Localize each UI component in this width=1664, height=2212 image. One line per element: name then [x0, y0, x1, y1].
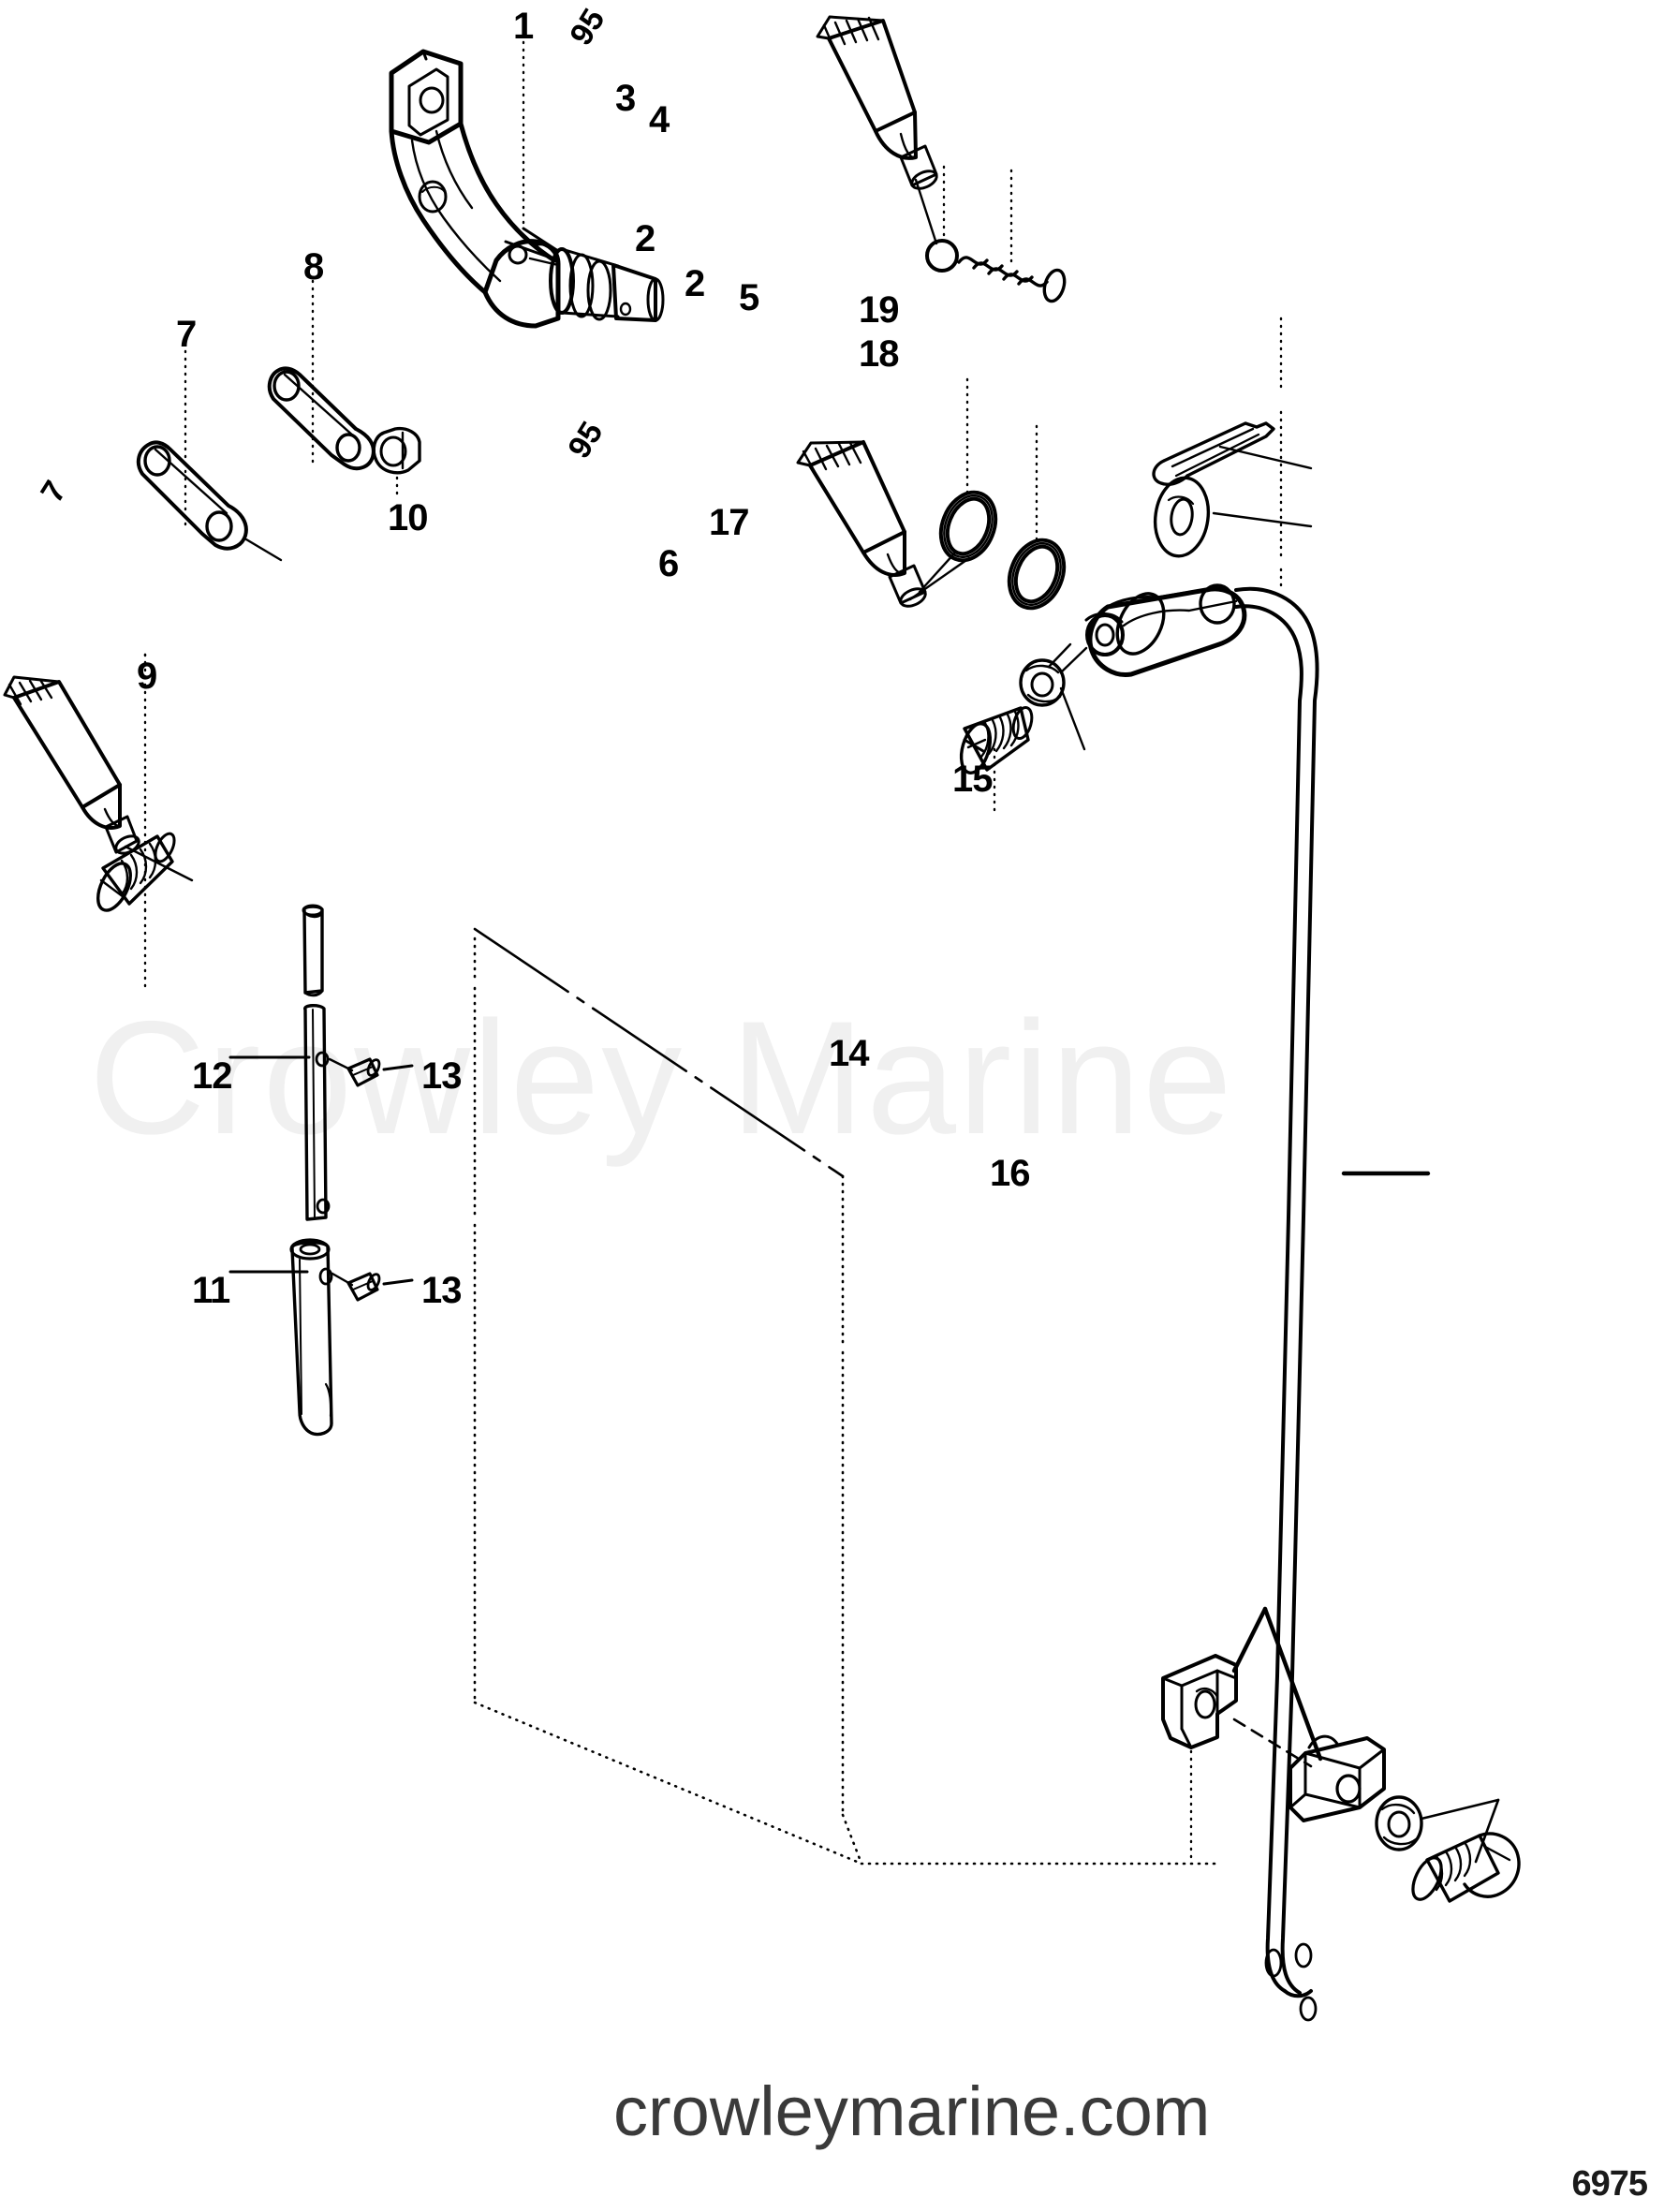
leader-13-lower-tail [331, 1272, 354, 1287]
callout-19: 19 [859, 289, 899, 331]
callout-15: 15 [952, 759, 993, 800]
part-washer-small [1019, 658, 1066, 707]
part-o-ring-lower [1007, 538, 1067, 611]
part-screw-9 [96, 832, 176, 912]
part-detent-ball [925, 239, 959, 273]
callout-14: 14 [829, 1033, 869, 1074]
leader-line-17-b [1059, 646, 1088, 674]
callout-16: 16 [990, 1153, 1030, 1194]
callout-5: 5 [739, 277, 759, 318]
part-gasket [267, 366, 376, 471]
watermark-crowley-marine: Crowley Marine [89, 988, 1234, 1168]
leader-lines-16 [1420, 1798, 1500, 1864]
leader-line-19 [1218, 445, 1313, 470]
callout-6: 6 [658, 543, 679, 584]
callout-13-upper: 13 [421, 1055, 462, 1097]
lubricant-tube-95-middle [796, 440, 927, 608]
part-shift-arm [1084, 583, 1247, 677]
leader-line-13-upper [382, 1064, 414, 1071]
callout-18: 18 [859, 333, 899, 375]
part-lock-nut [372, 426, 421, 475]
part-cotter-pin [1152, 421, 1275, 486]
part-shift-lever-assembly [389, 49, 665, 329]
part-roll-pin-upper [346, 1057, 381, 1087]
lubricant-tube-7-left [3, 675, 140, 855]
callout-17: 17 [709, 502, 749, 543]
callout-1: 1 [513, 6, 534, 47]
callout-2-lower: 2 [685, 263, 705, 304]
part-clamp-block-on-rod [1288, 1734, 1386, 1822]
callout-8: 8 [303, 246, 324, 288]
leader-tube7-tail [124, 845, 194, 882]
part-detent-spring [957, 256, 1067, 303]
part-clamp-bracket-left [1161, 1654, 1238, 1749]
leader-13-upper-tail [328, 1057, 354, 1072]
part-gasket-plate-2 [136, 440, 248, 551]
part-roll-pin-lower [346, 1272, 381, 1302]
watermark-crowleymarine-com: crowleymarine.com [613, 2072, 1211, 2150]
part-16-washer [1375, 1795, 1423, 1851]
callout-10: 10 [388, 497, 428, 538]
sheet-number: 6975 [1571, 2164, 1648, 2204]
leader-tube95-top [914, 178, 938, 245]
part-shift-shaft-lower [289, 1238, 333, 1437]
leader-line-18 [1212, 511, 1313, 528]
callout-13-lower: 13 [421, 1270, 462, 1311]
callout-7: 7 [176, 314, 197, 355]
construction-lines [473, 927, 1219, 1865]
part-16-screw [1411, 1832, 1521, 1903]
leader-7-tail [244, 538, 283, 562]
part-shift-shaft-upper-lower-section [303, 1004, 331, 1221]
lubricant-tube-95-top [816, 15, 938, 190]
callout-3: 3 [615, 78, 636, 119]
part-machine-screw [959, 705, 1034, 774]
callout-2-upper: 2 [635, 218, 655, 259]
callout-4: 4 [649, 99, 670, 140]
leader-tube95-middle-b [918, 551, 957, 594]
part-shift-shaft-upper [302, 904, 324, 997]
callout-11: 11 [192, 1270, 230, 1311]
leader-lines-14 [1231, 1606, 1323, 1768]
leader-line-17-a [1059, 686, 1086, 751]
leader-1-tail [522, 227, 560, 253]
callout-12: 12 [192, 1055, 232, 1097]
part-shift-rod [1234, 586, 1319, 2022]
part-flat-washer [1153, 476, 1211, 558]
part-o-ring-upper [938, 490, 998, 563]
callout-9: 9 [137, 656, 157, 697]
leader-line-13-lower [382, 1278, 414, 1286]
